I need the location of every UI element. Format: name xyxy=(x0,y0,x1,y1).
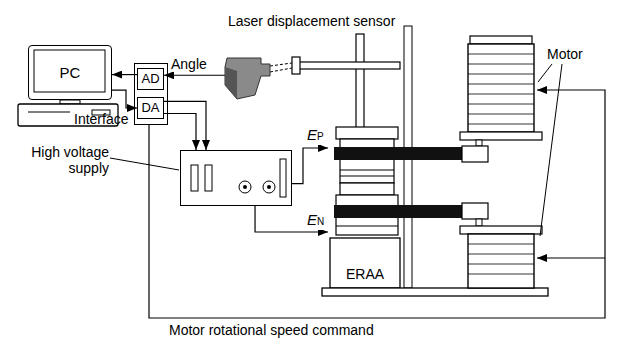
output-shaft xyxy=(356,34,364,128)
laser-beam xyxy=(270,63,292,66)
terminal-pin xyxy=(243,185,247,189)
motor-body xyxy=(468,44,534,132)
housing-cap xyxy=(336,127,398,139)
signal-label: Angle xyxy=(170,56,208,72)
node-text: Laser displacement sensor xyxy=(228,13,395,29)
motor-label: Motor xyxy=(546,46,584,62)
signal-label: EP xyxy=(306,126,325,145)
motor-body xyxy=(468,234,534,288)
motor-fins xyxy=(468,54,534,124)
motor-shaft xyxy=(476,140,482,146)
electrode-line xyxy=(340,170,394,171)
electrode-line xyxy=(336,226,398,227)
eraa-illustration xyxy=(292,26,548,296)
upper-belt xyxy=(334,147,472,160)
command-wire xyxy=(537,257,605,258)
signal-arrow xyxy=(292,148,328,184)
sensor-body xyxy=(225,58,270,99)
meter-slot xyxy=(205,165,212,191)
command-label: Motor rotational speed command xyxy=(168,322,375,338)
command-wire xyxy=(149,90,605,318)
da-converter: DA xyxy=(137,97,164,119)
electrode-line xyxy=(340,176,394,177)
sensor-outline xyxy=(225,55,270,100)
node-text: Interface xyxy=(74,111,128,127)
housing xyxy=(340,139,394,183)
motor-fins xyxy=(468,244,534,274)
signal-arrow xyxy=(164,101,206,150)
node-text: High voltage supply xyxy=(4,144,109,176)
drive-slot xyxy=(28,112,70,113)
motor-illustration xyxy=(460,36,542,162)
node-text: AD xyxy=(141,71,159,87)
laser-target xyxy=(292,57,300,74)
switch-bar xyxy=(280,159,286,197)
motor-mount xyxy=(460,132,542,140)
node-text: DA xyxy=(141,100,159,116)
node-text: PC xyxy=(60,65,81,81)
leader-line xyxy=(538,64,552,82)
motor-illustration xyxy=(460,203,542,288)
sensor-shade xyxy=(225,67,237,99)
hv-outline xyxy=(181,151,291,205)
node-text: ERAA xyxy=(346,266,384,282)
high-voltage-supply: High voltage supply xyxy=(180,150,292,206)
laser-sensor: Laser displacement sensor xyxy=(225,55,270,100)
interface-box: InterfaceADDA xyxy=(134,63,168,125)
pulley xyxy=(462,203,488,219)
pc-monitor: PC xyxy=(28,45,112,100)
signal-label: EN xyxy=(306,211,325,230)
pulley xyxy=(462,146,488,162)
arm-plate xyxy=(296,62,400,69)
eraa-actuator: ERAA xyxy=(328,128,402,288)
connectors xyxy=(112,75,328,232)
output-terminal xyxy=(239,181,251,193)
leader-line xyxy=(110,158,179,170)
terminal-pin xyxy=(267,185,271,189)
signal-arrow xyxy=(164,75,225,76)
ad-converter: AD xyxy=(137,68,164,90)
signal-arrow xyxy=(255,206,328,232)
lower-belt xyxy=(334,205,472,218)
laser-beam xyxy=(270,68,292,72)
meter-slot xyxy=(191,165,198,191)
signal-arrow xyxy=(164,114,196,151)
output-terminal xyxy=(263,181,275,193)
base-block xyxy=(330,238,400,288)
motor-shaft xyxy=(476,219,482,226)
platform xyxy=(322,288,548,296)
motor-cap xyxy=(470,36,532,44)
monitor-screen xyxy=(34,50,105,92)
motor-mount xyxy=(460,226,542,234)
housing xyxy=(340,183,394,195)
